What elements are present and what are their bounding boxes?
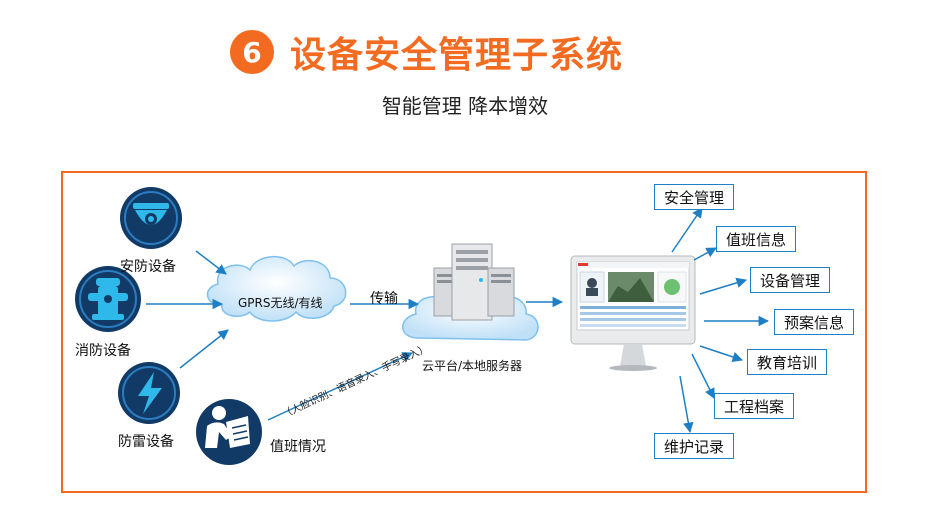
duty-note: （人脸识别、语音录入、手写录入） xyxy=(280,341,431,420)
transfer-label: 传输 xyxy=(370,291,398,307)
network-label: GPRS无线/有线 xyxy=(238,296,323,310)
reading-person-icon xyxy=(196,399,262,465)
fire-hydrant-icon xyxy=(75,266,141,332)
device-label-security: 安防设备 xyxy=(120,259,176,275)
module-device-management: 设备管理 xyxy=(750,267,830,293)
module-duty-info: 值班信息 xyxy=(716,226,796,252)
module-engineering-archive: 工程档案 xyxy=(714,393,794,419)
title-row: 6 设备安全管理子系统 xyxy=(230,26,623,78)
server-label: 云平台/本地服务器 xyxy=(422,359,523,373)
duty-label: 值班情况 xyxy=(270,439,326,455)
network-cloud xyxy=(206,256,347,322)
page-subtitle: 智能管理 降本增效 xyxy=(381,94,549,118)
server-icon xyxy=(402,243,539,341)
module-safety-management: 安全管理 xyxy=(654,184,734,210)
monitor-icon xyxy=(570,255,696,371)
device-arrows xyxy=(146,250,229,369)
module-arrows xyxy=(671,207,770,434)
security-camera-icon xyxy=(120,187,182,249)
title-number-badge: 6 xyxy=(230,30,274,74)
lightning-icon xyxy=(118,362,180,424)
module-maintenance-record: 维护记录 xyxy=(654,433,734,459)
diagram-frame xyxy=(61,171,867,493)
device-label-lightning: 防雷设备 xyxy=(118,434,174,450)
device-label-fire: 消防设备 xyxy=(75,343,131,359)
module-plan-info: 预案信息 xyxy=(774,309,854,335)
module-education-training: 教育培训 xyxy=(747,349,827,375)
page-title: 设备安全管理子系统 xyxy=(290,35,624,76)
duty-arrow xyxy=(267,352,413,421)
